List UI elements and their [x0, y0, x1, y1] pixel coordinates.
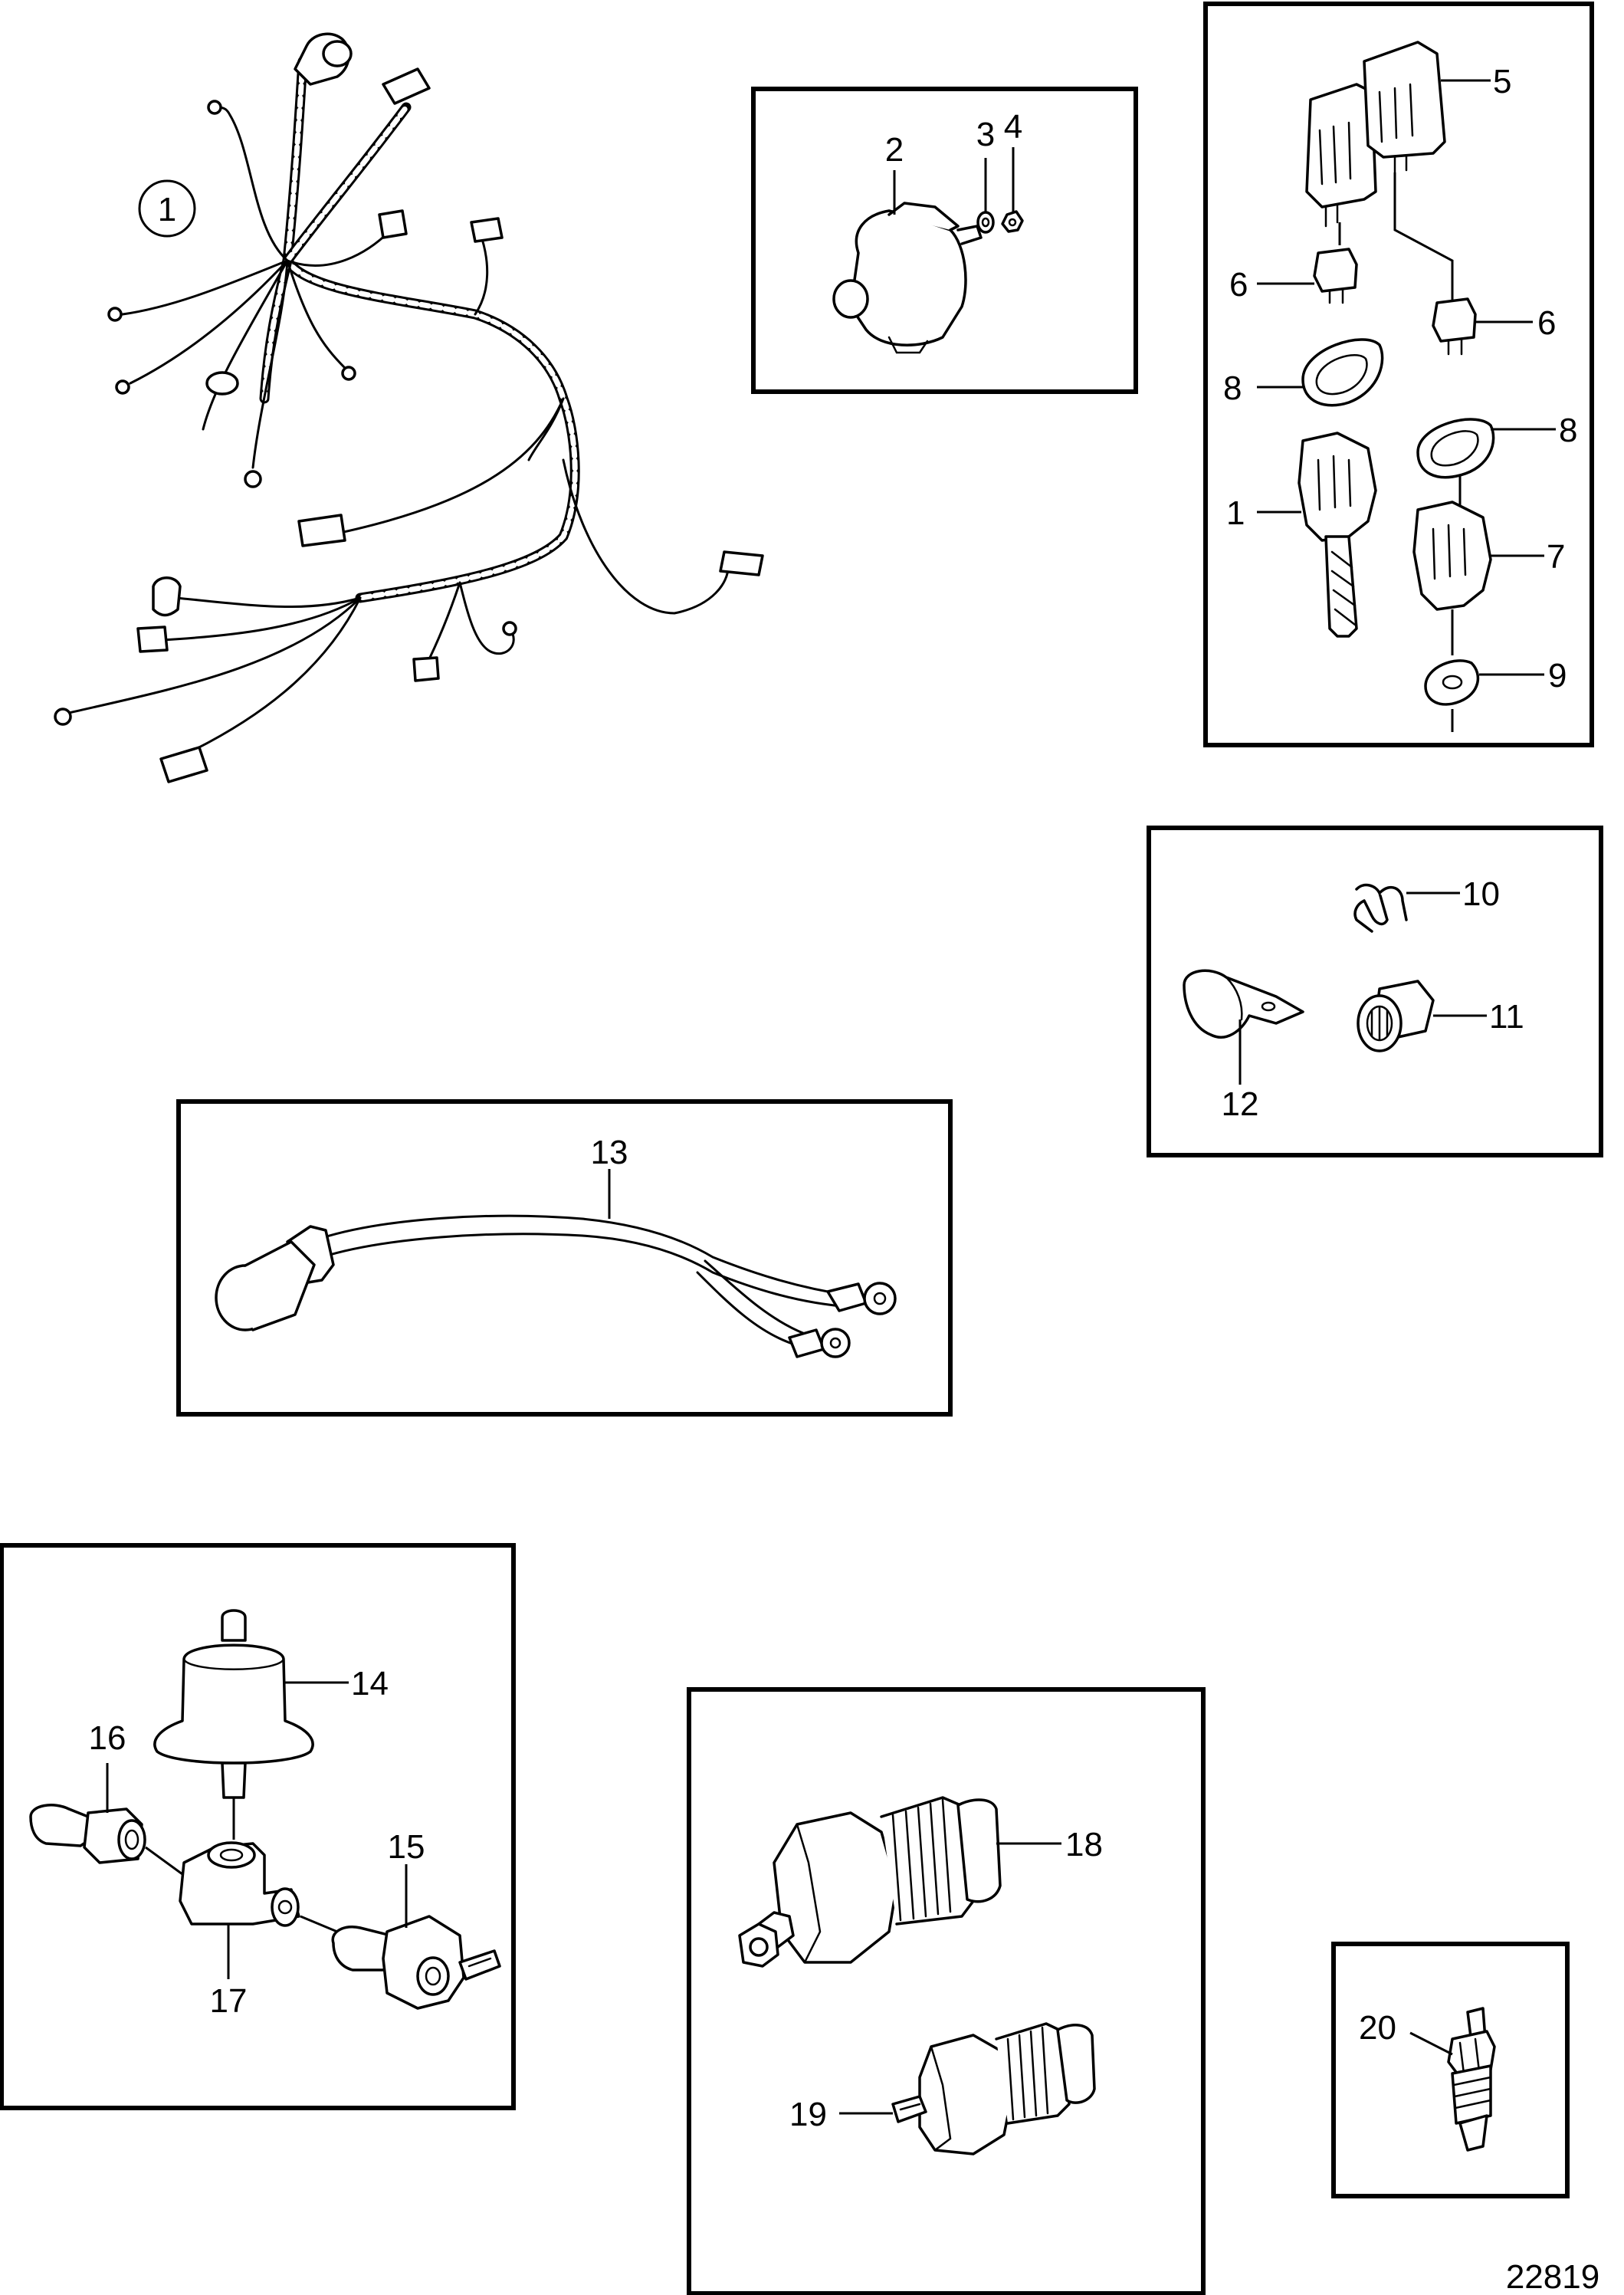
- callout-17: 17: [210, 1982, 248, 2020]
- adapter-part-16: [29, 1804, 146, 1864]
- figure-number: 22819: [1506, 2258, 1599, 2295]
- clip-part-10: [1353, 883, 1408, 933]
- clamp-part-12: [1183, 969, 1304, 1039]
- box-pressure-sender: [0, 1543, 516, 2110]
- washer-part-3: [976, 211, 995, 234]
- callout-1-circle: [138, 179, 196, 238]
- callout-13: 13: [591, 1134, 628, 1171]
- terminal-part-6-left: [1313, 248, 1358, 304]
- callout-4: 4: [1004, 108, 1022, 146]
- callout-9: 9: [1548, 657, 1567, 694]
- grommet-part-9: [1424, 659, 1480, 706]
- sensor-part-20: [1447, 2007, 1496, 2152]
- callout-2: 2: [885, 131, 904, 169]
- pressure-sender-part-14: [153, 1609, 314, 1799]
- connector-part-1-detail: [1298, 432, 1377, 638]
- callout-19: 19: [789, 2096, 827, 2133]
- cable-part-13: [215, 1214, 897, 1358]
- seal-part-8-right: [1416, 418, 1495, 479]
- seal-part-8-left: [1301, 338, 1384, 407]
- relay-part-2: [832, 202, 983, 354]
- callout-18: 18: [1065, 1826, 1103, 1863]
- box-cable: [176, 1099, 953, 1417]
- box-sensor: [1331, 1942, 1570, 2198]
- callout-6-left: 6: [1229, 266, 1248, 304]
- callout-8-left: 8: [1223, 369, 1242, 407]
- grommet-part-11: [1357, 980, 1435, 1052]
- temp-sender-part-19: [891, 2022, 1096, 2155]
- nut-part-4: [1001, 210, 1024, 233]
- callout-8-right: 8: [1559, 412, 1577, 449]
- callout-11: 11: [1489, 998, 1524, 1036]
- callout-3: 3: [976, 116, 995, 153]
- callout-10: 10: [1462, 875, 1500, 913]
- terminal-part-6-right: [1432, 297, 1477, 356]
- callout-1-circled: 1: [158, 191, 176, 228]
- box-connectors: [1203, 2, 1594, 747]
- tee-fitting-part-17: [179, 1841, 300, 1927]
- wiring-harness: [54, 32, 764, 783]
- callout-20: 20: [1359, 2009, 1396, 2047]
- box-temperature-sender: [687, 1687, 1206, 2295]
- connector-part-7: [1412, 501, 1492, 611]
- callout-1-detail: 1: [1226, 494, 1245, 532]
- callout-5: 5: [1493, 63, 1511, 100]
- box-clips: [1147, 826, 1603, 1157]
- connector-housing-part-5: [1305, 41, 1446, 228]
- callout-6-right: 6: [1537, 304, 1556, 342]
- callout-7: 7: [1547, 538, 1565, 576]
- callout-15: 15: [388, 1828, 425, 1866]
- pressure-switch-part-15: [331, 1915, 501, 2010]
- box-relay: [751, 87, 1138, 394]
- temp-sender-part-18: [738, 1796, 1002, 1968]
- callout-14: 14: [351, 1665, 389, 1702]
- callout-12: 12: [1222, 1085, 1259, 1123]
- callout-16: 16: [89, 1719, 126, 1757]
